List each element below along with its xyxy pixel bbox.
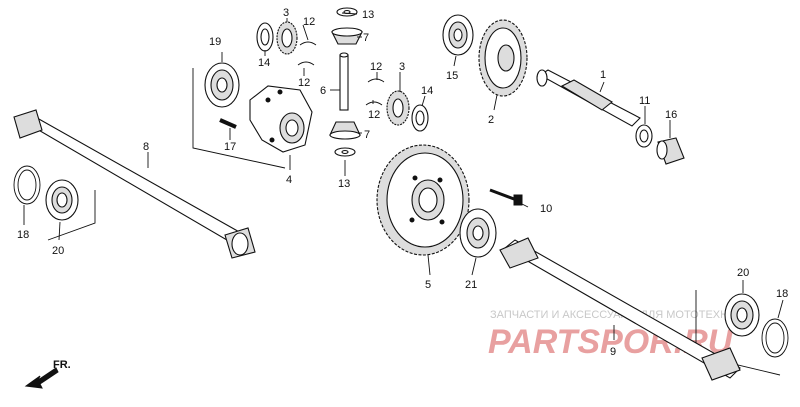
label-7-top: 7	[363, 32, 369, 44]
pin-17	[219, 118, 237, 129]
front-direction-indicator: FR.	[24, 359, 71, 389]
label-7-bottom: 7	[364, 129, 370, 141]
final-gear-5	[376, 144, 470, 256]
label-8: 8	[143, 141, 149, 153]
bearing-15	[442, 14, 474, 56]
leader-lines	[23, 12, 784, 340]
side-gear-7-top	[331, 27, 363, 45]
shaft-8-end	[231, 232, 249, 256]
bearing-19	[204, 62, 240, 108]
label-9: 9	[610, 346, 616, 358]
label-3-top: 3	[283, 7, 289, 19]
clips-12-top	[297, 41, 317, 66]
clips-12-mid	[365, 78, 385, 106]
front-arrow-icon	[24, 367, 59, 389]
label-11: 11	[639, 95, 650, 107]
label-18-right: 18	[776, 288, 788, 300]
label-4: 4	[286, 174, 292, 186]
bearing-20-left	[45, 179, 79, 221]
label-19: 19	[209, 36, 221, 48]
label-13-top: 13	[362, 9, 374, 21]
bracket-differential	[192, 68, 286, 169]
label-1: 1	[600, 69, 606, 81]
washer-11	[635, 124, 653, 148]
shaft-8-spline-end	[13, 109, 43, 139]
differential-case	[249, 85, 313, 153]
washer-13-top	[336, 7, 358, 17]
label-21: 21	[465, 279, 477, 291]
label-12-c: 12	[370, 61, 382, 73]
label-2: 2	[488, 114, 494, 126]
bolt-10	[489, 188, 523, 206]
label-6: 6	[320, 85, 326, 97]
circlip-18-right	[761, 318, 789, 358]
circlip-18-left	[13, 165, 41, 205]
label-13-bottom: 13	[338, 178, 350, 190]
label-16: 16	[665, 109, 677, 121]
label-12-a: 12	[303, 16, 315, 28]
bearing-21	[459, 208, 497, 258]
bracket-left-bearing	[47, 190, 96, 241]
label-10: 10	[540, 203, 552, 215]
label-12-b: 12	[298, 77, 310, 89]
shaft-9-spline-end	[499, 237, 539, 269]
part-labels: 19 14 3 12 12 13 7 6 12 3 14 12 7 13 17 …	[17, 7, 788, 358]
bearing-20-right	[724, 293, 760, 337]
washer-14-mid	[411, 104, 429, 132]
shaft-8-body	[16, 113, 251, 251]
countershaft-1	[536, 69, 641, 127]
label-15: 15	[446, 70, 458, 82]
washer-13-bottom	[334, 147, 356, 157]
front-direction-label: FR.	[53, 359, 71, 371]
label-20-left: 20	[52, 245, 64, 257]
shaft-9-spline-tip	[701, 347, 741, 381]
label-14-mid: 14	[421, 85, 433, 97]
shaft-9-body	[504, 239, 741, 379]
label-17: 17	[224, 141, 236, 153]
label-12-d: 12	[368, 109, 380, 121]
gear-2	[478, 19, 528, 97]
pinion-gear-3-top	[276, 21, 298, 55]
pinion-shaft-6	[339, 52, 349, 111]
right-axle-shaft	[499, 237, 741, 381]
label-18-left: 18	[17, 229, 29, 241]
label-14-top: 14	[258, 57, 270, 69]
side-gear-7-bottom	[329, 121, 361, 140]
label-5: 5	[425, 279, 431, 291]
pinion-gear-3-mid	[386, 90, 410, 126]
washer-14-top	[256, 22, 274, 52]
label-3-mid: 3	[399, 61, 405, 73]
label-20-right: 20	[737, 267, 749, 279]
bushing-16	[656, 137, 685, 165]
left-axle-shaft	[13, 109, 256, 259]
